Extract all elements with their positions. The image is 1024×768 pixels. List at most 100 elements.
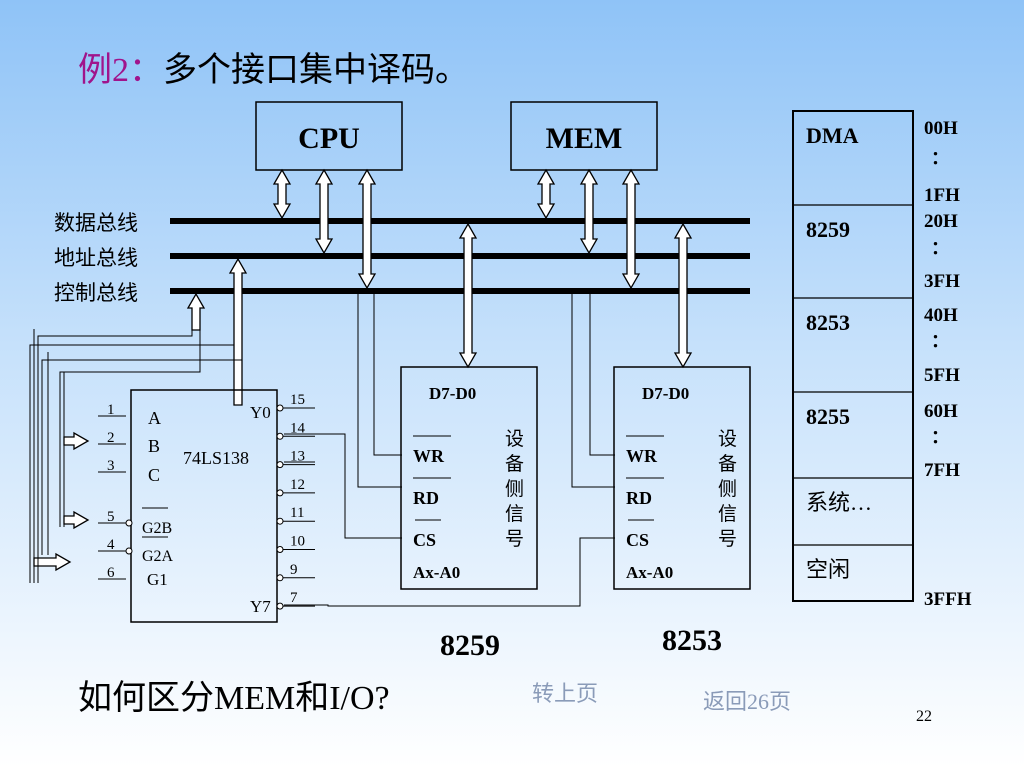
output-pin-number: 9 — [290, 562, 298, 578]
chip1-data-arrow — [458, 222, 478, 369]
output-bubble — [276, 489, 284, 497]
device-side-signal-char: 侧 — [505, 478, 524, 500]
data-bus-label: 数据总线 — [54, 211, 138, 235]
chip-cs-label: CS — [413, 530, 436, 550]
control-bus-label: 控制总线 — [54, 281, 138, 305]
memory-address-label: 40H — [924, 305, 958, 326]
output-pin-number: 10 — [290, 534, 305, 550]
input-a: A — [148, 408, 161, 428]
back-to-page-26-link[interactable]: 返回26页 — [703, 689, 792, 714]
memory-address-label: ： — [931, 427, 949, 447]
output-bubble — [276, 602, 284, 610]
mem-data-arrow — [536, 168, 556, 220]
output-bubble — [276, 432, 284, 440]
memory-address-label: ： — [931, 331, 949, 351]
memory-block-label: 系统… — [806, 490, 872, 515]
example-label: 例2： — [78, 52, 163, 89]
input-pin-number: 2 — [107, 430, 115, 446]
chip-data-pins-label: D7-D0 — [429, 384, 476, 403]
memory-address-label: 1FH — [924, 185, 960, 206]
output-pin-number: 7 — [290, 590, 298, 606]
output-bubble — [276, 404, 284, 412]
wiring — [33, 291, 615, 607]
chip-cs-label: CS — [626, 530, 649, 550]
mem-label: MEM — [546, 122, 623, 155]
address-tap-frame-2 — [41, 359, 243, 555]
interface-chips: D7-D0WRRDCSAx-A0设备侧信号D7-D0WRRDCSAx-A0设备侧… — [400, 366, 751, 590]
title-text: 多个接口集中译码。 — [163, 52, 469, 89]
hollow-arrows — [29, 168, 693, 583]
decoder-name: 74LS138 — [183, 448, 249, 468]
output-pin-number: 12 — [290, 477, 305, 493]
device-side-signal-char: 信 — [505, 503, 524, 525]
decoder-input-arrow-g1 — [33, 552, 72, 572]
memory-block-label: DMA — [806, 123, 859, 148]
memory-address-label: ： — [931, 238, 949, 258]
chip-rd-label: RD — [626, 488, 652, 508]
input-pin-number: 1 — [107, 402, 115, 418]
cpu-box — [255, 101, 403, 171]
y0-label: Y0 — [250, 403, 271, 422]
memory-address-label: 3FFH — [924, 589, 972, 610]
memory-address-label: 5FH — [924, 365, 960, 386]
slide-title: 例2：多个接口集中译码。 — [78, 42, 469, 91]
device-side-signal-char: 号 — [718, 529, 737, 550]
caption-8259: 8259 — [440, 629, 500, 662]
device-side-signal-char: 备 — [718, 453, 737, 475]
decoder-input-arrow-abc — [63, 431, 90, 451]
mem-control-arrow — [621, 168, 641, 290]
caption-8253: 8253 — [662, 624, 722, 657]
enable-g2a: G2A — [142, 548, 174, 565]
memory-block-label: 8259 — [806, 217, 850, 242]
device-side-signal-char: 号 — [505, 529, 524, 550]
memory-address-label: 3FH — [924, 271, 960, 292]
address-bus-label: 地址总线 — [54, 246, 138, 270]
input-pin-number: 4 — [107, 537, 115, 553]
memory-address-label: 20H — [924, 211, 958, 232]
mem-address-arrow — [579, 168, 599, 255]
control-tap-frame — [37, 330, 193, 583]
memory-map-frame — [792, 110, 914, 602]
device-side-signal-char: 信 — [718, 503, 737, 525]
memory-address-label: 60H — [924, 401, 958, 422]
memory-address-label: 7FH — [924, 460, 960, 481]
input-bubble — [125, 519, 133, 527]
enable-g1: G1 — [147, 570, 168, 589]
cpu-label: CPU — [298, 122, 360, 155]
enable-g2b: G2B — [142, 520, 172, 537]
input-pin-number: 6 — [107, 565, 115, 581]
decoder-input-arrow-g2 — [63, 510, 90, 530]
chip-address-label: Ax-A0 — [413, 563, 460, 582]
input-pin-number: 3 — [107, 458, 115, 474]
chip-address-label: Ax-A0 — [626, 563, 673, 582]
question-text: 如何区分MEM和I/O? — [78, 680, 390, 717]
output-pin-number: 13 — [290, 449, 305, 465]
mem-box — [510, 101, 658, 171]
chip-wr-label: WR — [413, 446, 445, 466]
chip2-data-arrow — [673, 222, 693, 369]
output-pin-number: 15 — [290, 392, 305, 408]
chip-wr-label: WR — [626, 446, 658, 466]
input-c: C — [148, 465, 160, 485]
input-pin-number: 5 — [107, 509, 115, 525]
cpu-data-arrow — [272, 168, 292, 220]
output-bubble — [276, 574, 284, 582]
output-pin-number: 11 — [290, 505, 304, 521]
address-to-decoder-arrow-1 — [228, 257, 248, 406]
input-b: B — [148, 436, 160, 456]
output-bubble — [276, 517, 284, 525]
chip-rd-label: RD — [413, 488, 439, 508]
device-side-signal-char: 备 — [505, 453, 524, 475]
control-to-decoder-arrow — [186, 292, 206, 331]
memory-block-label: 8253 — [806, 310, 850, 335]
cpu-address-arrow — [314, 168, 334, 255]
memory-map: DMA825982538255系统…空闲00H：1FH20H：3FH40H：5F… — [792, 110, 972, 610]
device-side-signal-char: 设 — [718, 428, 737, 450]
device-side-signal-char: 侧 — [718, 478, 737, 500]
memory-address-label: ： — [931, 148, 949, 168]
output-bubble — [276, 546, 284, 553]
prev-page-link[interactable]: 转上页 — [532, 681, 599, 706]
y7-label: Y7 — [250, 597, 271, 616]
